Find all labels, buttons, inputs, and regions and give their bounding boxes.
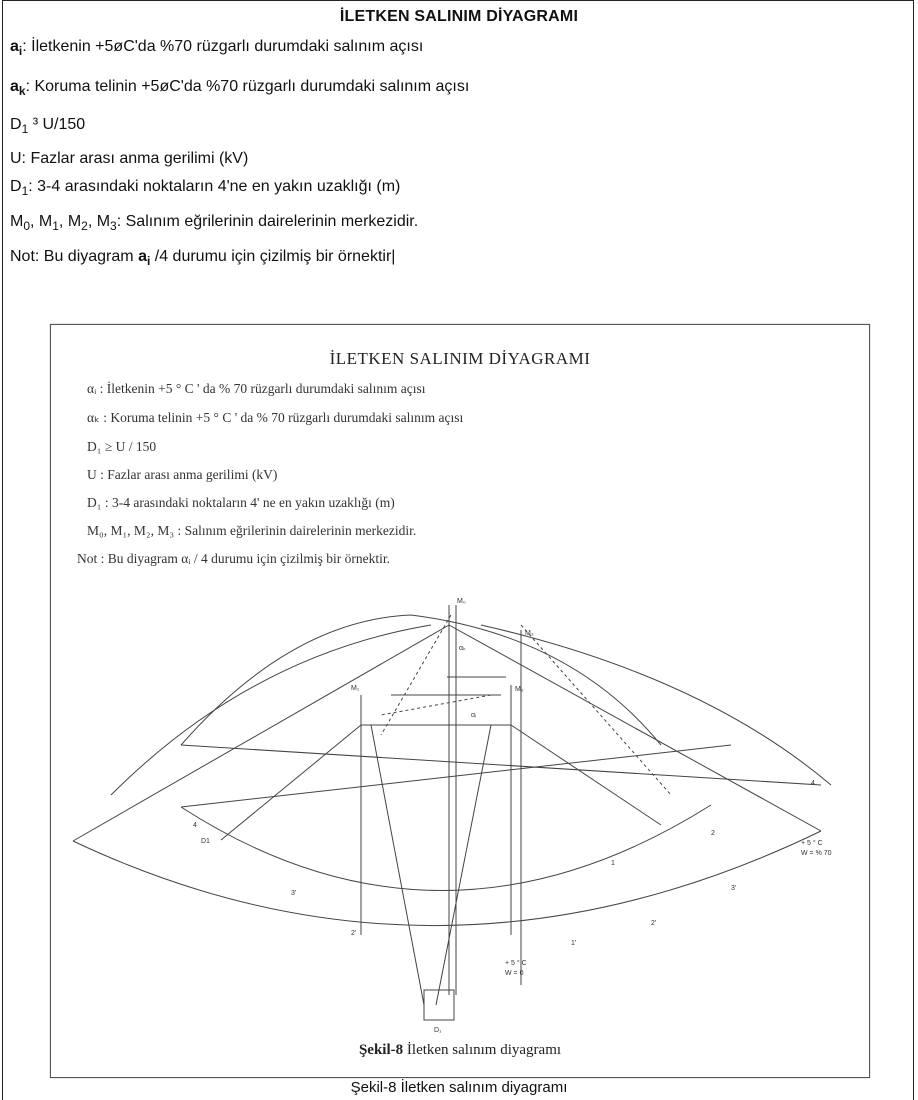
label-m0: M₀	[457, 598, 466, 605]
label-pt-3p-right: 3'	[731, 885, 736, 892]
left-swing-arc	[110, 624, 432, 796]
figure-line-6: M₀, M₁, M₂, M₃ : Salınım eğrilerinin dai…	[87, 523, 417, 538]
outer-arc	[72, 830, 822, 927]
figure-line-2: αₖ : Koruma telinin +5 ° C ' da % 70 rüz…	[87, 410, 464, 425]
figure-line-4: U : Fazlar arası anma gerilimi (kV)	[87, 467, 278, 482]
right-upper-line	[448, 624, 822, 832]
label-pt-2-right: 2	[711, 830, 715, 837]
figure-line-1: αᵢ : İletkenin +5 ° C ' da % 70 rüzgarlı…	[87, 381, 426, 396]
label-pt-3p: 3'	[291, 890, 296, 897]
figure-line-5: D₁ : 3-4 arasındaki noktaların 4' ne en …	[87, 495, 395, 510]
swing-line-right	[510, 724, 662, 826]
label-temp-2: + 5 ° C	[505, 959, 527, 967]
tower-base	[423, 989, 455, 1021]
label-m1: M₁	[351, 685, 360, 692]
label-pt-1p: 1'	[571, 940, 576, 947]
figure-caption: Şekil-8 İletken salınım diyagramı	[358, 1042, 562, 1058]
dashed-line-3	[520, 624, 672, 796]
def-alpha-k: ak: Koruma telinin +5øC'da %70 rüzgarlı …	[10, 78, 470, 98]
tower-leg-right	[435, 724, 492, 1006]
label-pt-2p-right: 2'	[651, 920, 656, 927]
label-pt-1-right: 1	[611, 860, 615, 867]
tower-leg-left	[370, 724, 425, 1006]
label-temp-1: + 5 ° C	[801, 839, 823, 847]
label-pt-2p: 2'	[351, 930, 356, 937]
upper-arc	[180, 614, 662, 746]
label-alpha-k: αₖ	[459, 645, 466, 652]
label-m3: M₃	[525, 630, 534, 637]
label-alpha-i: αᵢ	[471, 712, 476, 719]
def-d1: D1: 3-4 arasındaki noktaların 4'ne en ya…	[10, 178, 401, 198]
label-wind-1: W = % 70	[801, 850, 832, 857]
cross-line-a	[180, 744, 822, 786]
label-wind-2: W = 0	[505, 970, 524, 977]
figure-title: İLETKEN SALINIM DİYAGRAMI	[329, 349, 591, 368]
diagram-labels: M₀ M₃ M₁ M₂ αₖ αᵢ D1 D₁ + 5 ° C W = % 70…	[193, 598, 832, 1034]
def-u: U: Fazlar arası anma gerilimi (kV)	[10, 150, 249, 167]
def-alpha-i: ai: İletkenin +5øC'da %70 rüzgarlı durum…	[10, 38, 424, 58]
dashed-line-1	[380, 694, 492, 716]
def-d1-formula: D1 ³ U/150	[10, 116, 86, 136]
note-line: Not: Bu diyagram ai /4 durumu için çizil…	[10, 248, 396, 268]
page-caption: Şekil-8 İletken salınım diyagramı	[350, 1079, 568, 1096]
swing-diagram: M₀ M₃ M₁ M₂ αₖ αᵢ D1 D₁ + 5 ° C W = % 70…	[72, 598, 832, 1034]
left-upper-line	[72, 624, 450, 842]
label-d1: D₁	[434, 1027, 442, 1034]
figure-line-7: Not : Bu diyagram αᵢ / 4 durumu için çiz…	[77, 551, 390, 566]
scanned-figure: İLETKEN SALINIM DİYAGRAMI αᵢ : İletkenin…	[50, 324, 870, 1078]
label-d1-left: D1	[201, 838, 210, 845]
page-title: İLETKEN SALINIM DİYAGRAMI	[339, 8, 579, 25]
figure-line-3: D₁ ≥ U / 150	[87, 439, 157, 454]
right-swing-arc	[480, 624, 832, 786]
dashed-line-2	[380, 614, 452, 736]
swing-line-left	[220, 724, 362, 841]
label-m2: M₂	[515, 686, 524, 693]
label-pt-4-right: 4	[811, 780, 815, 787]
mid-arc	[180, 804, 712, 891]
def-m-centers: M0, M1, M2, M3: Salınım eğrilerinin dair…	[10, 213, 419, 233]
label-pt-4-left: 4	[193, 822, 197, 829]
